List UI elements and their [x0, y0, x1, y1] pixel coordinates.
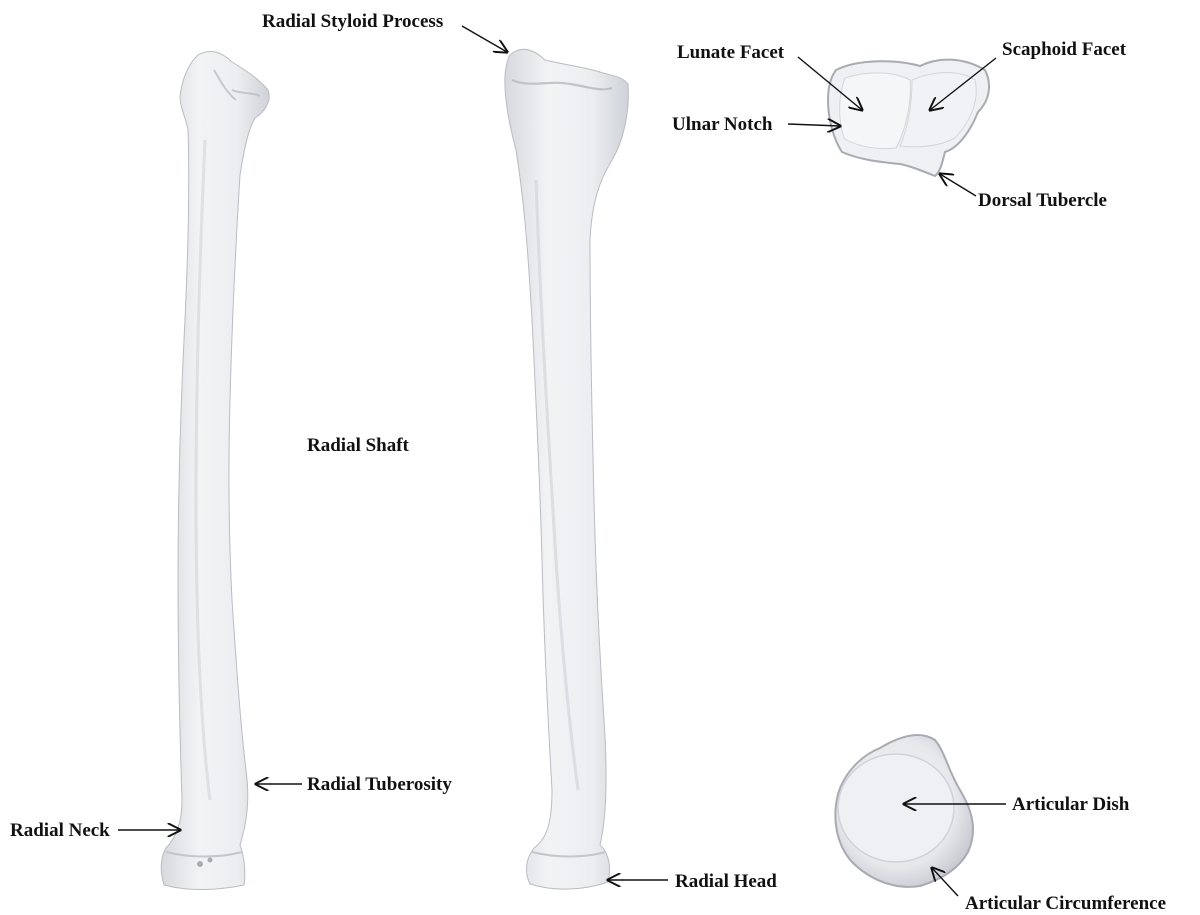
lunate-facet-surface: [840, 73, 911, 149]
proximal-articular-head: [835, 735, 973, 887]
label-articular-dish: Articular Dish: [1012, 795, 1129, 814]
label-ulnar-notch: Ulnar Notch: [672, 115, 772, 134]
arrow-radial-styloid-process: [462, 26, 507, 52]
label-radial-head: Radial Head: [675, 872, 777, 891]
radius-left-body: [161, 51, 269, 889]
label-articular-circumference: Articular Circumference: [965, 894, 1166, 913]
radius-bone-middle: [505, 49, 629, 889]
arrow-dorsal-tubercle: [940, 174, 976, 196]
radius-left-foramen: [208, 858, 213, 863]
articular-dish-surface: [838, 754, 954, 862]
radius-left-foramen: [197, 861, 203, 867]
label-dorsal-tubercle: Dorsal Tubercle: [978, 191, 1107, 210]
radius-bone-left: [161, 51, 269, 889]
label-radial-neck: Radial Neck: [10, 821, 110, 840]
label-radial-styloid-process: Radial Styloid Process: [262, 12, 443, 31]
radius-middle-body: [505, 49, 629, 889]
distal-articular-surface: [828, 60, 989, 176]
label-radial-shaft: Radial Shaft: [307, 436, 409, 455]
label-scaphoid-facet: Scaphoid Facet: [1002, 40, 1126, 59]
label-lunate-facet: Lunate Facet: [677, 43, 784, 62]
label-radial-tuberosity: Radial Tuberosity: [307, 775, 452, 794]
